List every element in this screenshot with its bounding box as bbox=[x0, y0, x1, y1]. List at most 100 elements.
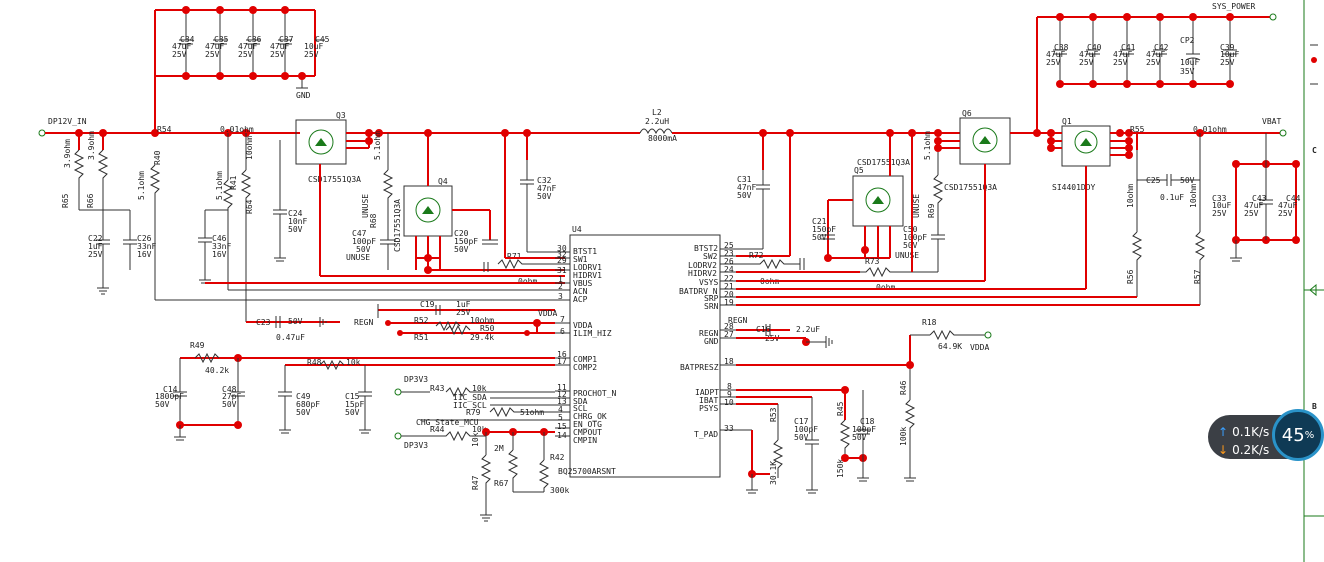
mosfet-q5: Q5 CSD17551Q3A bbox=[824, 133, 910, 262]
cap-c37-ref: C37 bbox=[279, 35, 294, 44]
ic-u4-part: BQ25700ARSNT bbox=[558, 467, 616, 476]
svg-text:BTST2: BTST2 bbox=[694, 244, 718, 253]
svg-text:PROCHOT_N: PROCHOT_N bbox=[573, 389, 617, 398]
res-r56-ref: R56 bbox=[1126, 269, 1135, 284]
svg-text:10uF: 10uF bbox=[1212, 201, 1231, 210]
svg-text:COMP1: COMP1 bbox=[573, 355, 597, 364]
cap-c15-ref: C15 bbox=[345, 392, 360, 401]
cap-c45-ref: C45 bbox=[315, 35, 330, 44]
comp-network: R49 40.2k R48 10k C14 1800pF 50V C48 27p… bbox=[155, 341, 555, 441]
cap-c49-v: 50V bbox=[296, 408, 311, 417]
cap-c15-v: 50V bbox=[345, 408, 360, 417]
res-r44-ref: R44 bbox=[430, 425, 445, 434]
mosfet-q3: Q3 CSD17551Q3A bbox=[295, 111, 640, 184]
cap-c16-val: 2.2uF bbox=[796, 325, 820, 334]
dp12v-in-label: DP12V_IN bbox=[48, 117, 87, 126]
cap-c25: C25 50V 0.1uF bbox=[1137, 174, 1200, 202]
cap-c35: C35 47uF 25V bbox=[205, 10, 229, 76]
mosfet-q6: Q6 CSD17551Q3A bbox=[736, 109, 1040, 282]
res-r73-ref: R73 bbox=[865, 257, 880, 266]
cap-c36: C36 47uF 25V bbox=[238, 10, 262, 76]
svg-text:19: 19 bbox=[724, 298, 734, 307]
cap-c26-val: 33nF bbox=[137, 242, 156, 251]
cap-c24: C24 10nF 50V bbox=[273, 140, 307, 262]
unuse-label-1: UNUSE bbox=[361, 194, 370, 218]
res-r55-val: 0.01ohm bbox=[1193, 125, 1227, 134]
res-r73: R73 0ohm bbox=[860, 257, 938, 292]
svg-text:10uF: 10uF bbox=[1180, 58, 1199, 67]
svg-text:ILIM_HIZ: ILIM_HIZ bbox=[573, 329, 612, 338]
usage-gauge[interactable]: 45% bbox=[1272, 409, 1324, 461]
svg-text:18: 18 bbox=[724, 357, 734, 366]
res-r48-val: 10k bbox=[346, 358, 361, 367]
res-r71-val: 0ohm bbox=[518, 277, 537, 286]
sense-network: R53 30.1K C17 100pF 50V R45 150k C18 100… bbox=[736, 386, 876, 494]
border-zone-b: B bbox=[1312, 402, 1317, 411]
svg-text:IADPT: IADPT bbox=[695, 388, 719, 397]
res-r66-ref: R66 bbox=[86, 193, 95, 208]
svg-text:29: 29 bbox=[557, 256, 567, 265]
mosfet-q4-ref: Q4 bbox=[438, 177, 448, 186]
regn-label-1: REGN bbox=[354, 318, 373, 327]
svg-text:SRN: SRN bbox=[704, 302, 719, 311]
mosfet-q4-part: CSD17551Q3A bbox=[393, 199, 402, 252]
svg-text:7: 7 bbox=[560, 315, 565, 324]
download-arrow-icon: ↓ bbox=[1218, 443, 1229, 457]
network-speed-widget[interactable]: ↑0.1K/s ↓0.2K/s 45% bbox=[1208, 409, 1324, 465]
res-r64-ref: R64 bbox=[245, 199, 254, 214]
mosfet-q1-ref: Q1 bbox=[1062, 117, 1072, 126]
res-r45-val: 150k bbox=[836, 459, 845, 478]
cap-c22-ref: C22 bbox=[88, 234, 103, 243]
cap-c15: C15 15pF 50V bbox=[345, 391, 372, 434]
mosfet-q6-part: CSD17551Q3A bbox=[944, 183, 997, 192]
svg-text:SDA: SDA bbox=[573, 397, 588, 406]
cap-c31-val: 47nF bbox=[737, 183, 756, 192]
cap-c40: C40 47uF 25V bbox=[1079, 17, 1102, 84]
svg-text:47uF: 47uF bbox=[1046, 50, 1065, 59]
cap-c42: C42 47uF 25V bbox=[1146, 17, 1169, 84]
cap-c24-v: 50V bbox=[288, 225, 303, 234]
cap-c46-val: 33nF bbox=[212, 242, 231, 251]
svg-text:14: 14 bbox=[557, 431, 567, 440]
svg-text:5: 5 bbox=[558, 413, 563, 422]
mosfet-q4: Q4 CSD17551Q3A bbox=[393, 129, 491, 274]
cap-c25-vv: 50V bbox=[1180, 176, 1195, 185]
cap-c32-val: 47nF bbox=[537, 184, 556, 193]
svg-text:C42: C42 bbox=[1154, 43, 1169, 52]
cap-c45-val: 10uF bbox=[304, 42, 323, 51]
res-r46-ref: R46 bbox=[899, 380, 908, 395]
res-r52-ref: R52 bbox=[414, 316, 429, 325]
res-r72-ref: R72 bbox=[749, 251, 764, 260]
res-r52-val: 10ohm bbox=[470, 316, 494, 325]
res-r50-ref: R50 bbox=[480, 324, 495, 333]
svg-text:C38: C38 bbox=[1054, 43, 1069, 52]
cap-c50-val: 100pF bbox=[903, 233, 927, 242]
mosfet-q3-part: CSD17551Q3A bbox=[308, 175, 361, 184]
svg-text:16: 16 bbox=[557, 350, 567, 359]
svg-text:13: 13 bbox=[557, 397, 567, 406]
svg-text:35V: 35V bbox=[1180, 67, 1195, 76]
res-r66: 3.9ohm R66 bbox=[86, 131, 109, 210]
res-r65: 3.9ohm R65 bbox=[61, 139, 85, 210]
batpresz-network: R18 64.9K VDDA R46 100k bbox=[736, 318, 992, 482]
svg-text:47uF: 47uF bbox=[1146, 50, 1165, 59]
res-r67-ref: R67 bbox=[494, 479, 509, 488]
svg-text:27: 27 bbox=[724, 330, 734, 339]
cap-c22: C22 1uF 25V bbox=[88, 234, 110, 288]
svg-text:HIDRV2: HIDRV2 bbox=[688, 269, 717, 278]
cap-c21-v: 50V bbox=[812, 233, 827, 242]
download-speed: ↓0.2K/s bbox=[1218, 443, 1270, 457]
cap-c48-v: 50V bbox=[222, 400, 237, 409]
svg-text:12: 12 bbox=[557, 390, 567, 399]
cap-c37: C37 47uF 25V bbox=[270, 10, 294, 76]
res-r53-val: 30.1K bbox=[769, 461, 778, 485]
res-r49-val: 40.2k bbox=[205, 366, 229, 375]
cap-c17-val: 100pF bbox=[794, 425, 818, 434]
cap-c45: C45 10uF 25V bbox=[304, 35, 330, 59]
cap-c36-ref: C36 bbox=[247, 35, 262, 44]
cap-c48-val: 27pF bbox=[222, 392, 241, 401]
cap-c49-ref: C49 bbox=[296, 392, 311, 401]
svg-text:CP2: CP2 bbox=[1180, 36, 1195, 45]
res-r68: 5.1ohm R68 UNUSE bbox=[361, 131, 394, 240]
